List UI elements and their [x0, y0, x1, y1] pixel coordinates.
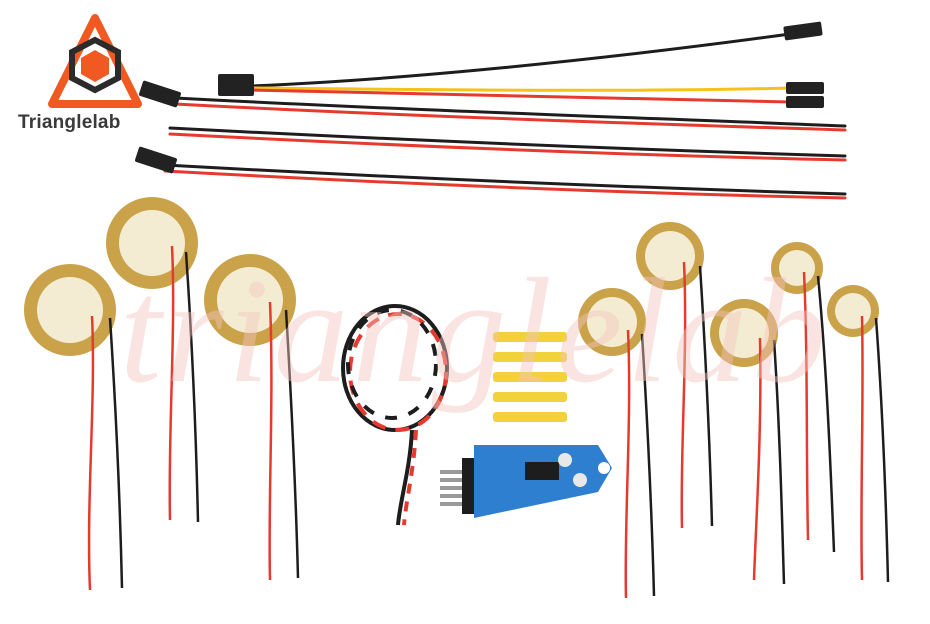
heat-shrink-sleeves [493, 332, 567, 422]
large-piezo-leads [87, 245, 300, 591]
brand-name: Trianglelab [18, 112, 121, 133]
medium-piezo-discs [578, 222, 778, 367]
sensor-board [440, 445, 612, 518]
twisted-cable [341, 304, 449, 526]
hexagon-triangle-logo-icon [48, 14, 142, 108]
large-piezo-discs [24, 197, 296, 356]
right-piezo-leads [624, 261, 890, 599]
jumper-cables [163, 32, 847, 200]
dupont-connectors [135, 21, 824, 174]
